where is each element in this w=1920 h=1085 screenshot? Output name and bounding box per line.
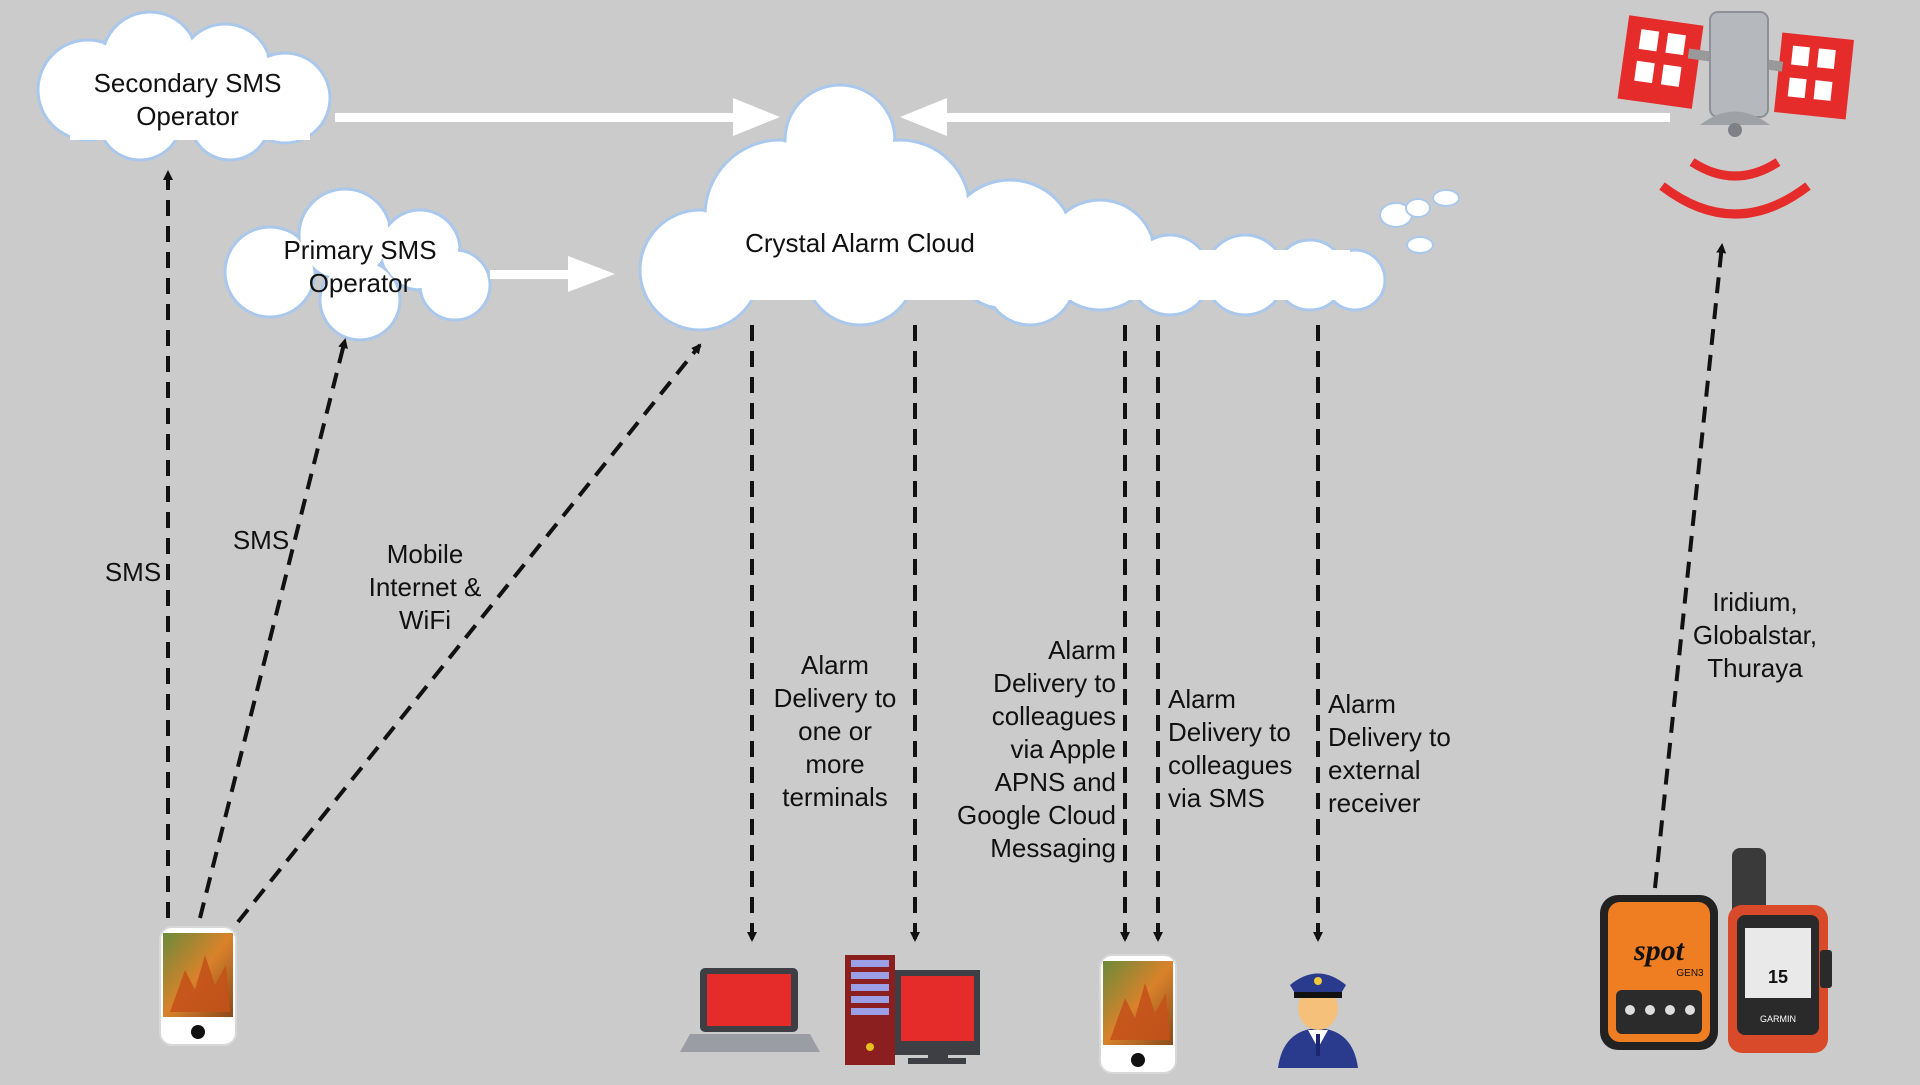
spot-tracker-icon (1600, 895, 1718, 1050)
police-officer-icon (1278, 973, 1358, 1068)
receiver-smartphone-icon (1099, 954, 1177, 1074)
cloud-puffs (1379, 189, 1460, 254)
secondary-sms-operator-label: Secondary SMS Operator (93, 68, 282, 131)
primary-sms-operator-label: Primary SMS Operator (283, 235, 437, 298)
crystal-cloud-fill (642, 87, 1383, 328)
garmin-screen-value: 15 (1768, 967, 1788, 987)
white-arrow-secondary-to-cloud (335, 98, 780, 136)
arrow-tracker-to-satellite (1653, 243, 1727, 889)
secondary-cloud-fill (40, 14, 328, 158)
primary-cloud-fill (227, 191, 488, 338)
crystal-alarm-cloud-label: Crystal Alarm Cloud (745, 228, 975, 258)
sms-primary-label: SMS (232, 525, 290, 555)
sms-delivery-label: Alarm Delivery to colleagues via SMS (1168, 684, 1293, 813)
mobile-internet-label: Mobile Internet & WiFi (368, 539, 482, 635)
spot-model: GEN3 (1676, 968, 1704, 979)
apns-delivery-label: Alarm Delivery to colleagues via Apple A… (957, 635, 1116, 863)
satellite-icon (1617, 11, 1854, 219)
sender-smartphone-icon (159, 926, 237, 1046)
external-receiver-label: Alarm Delivery to external receiver (1328, 689, 1451, 818)
spot-logo: spot (1633, 934, 1686, 967)
garmin-brand: GARMIN (1760, 1014, 1796, 1024)
sms-secondary-label: SMS (104, 557, 162, 587)
white-arrow-satellite-to-cloud (900, 98, 1670, 136)
laptop-icon (680, 968, 820, 1052)
arrow-sms-to-primary (198, 338, 348, 919)
white-arrow-primary-to-cloud (490, 256, 615, 292)
garmin-inreach-icon (1728, 848, 1832, 1053)
satellite-networks-label: Iridium, Globalstar, Thuraya (1692, 587, 1818, 683)
arrow-internet-to-cloud (236, 343, 702, 924)
desktop-computer-icon (845, 955, 980, 1065)
terminals-delivery-label: Alarm Delivery to one or more terminals (773, 650, 897, 812)
dashed-arrows (163, 170, 1727, 942)
